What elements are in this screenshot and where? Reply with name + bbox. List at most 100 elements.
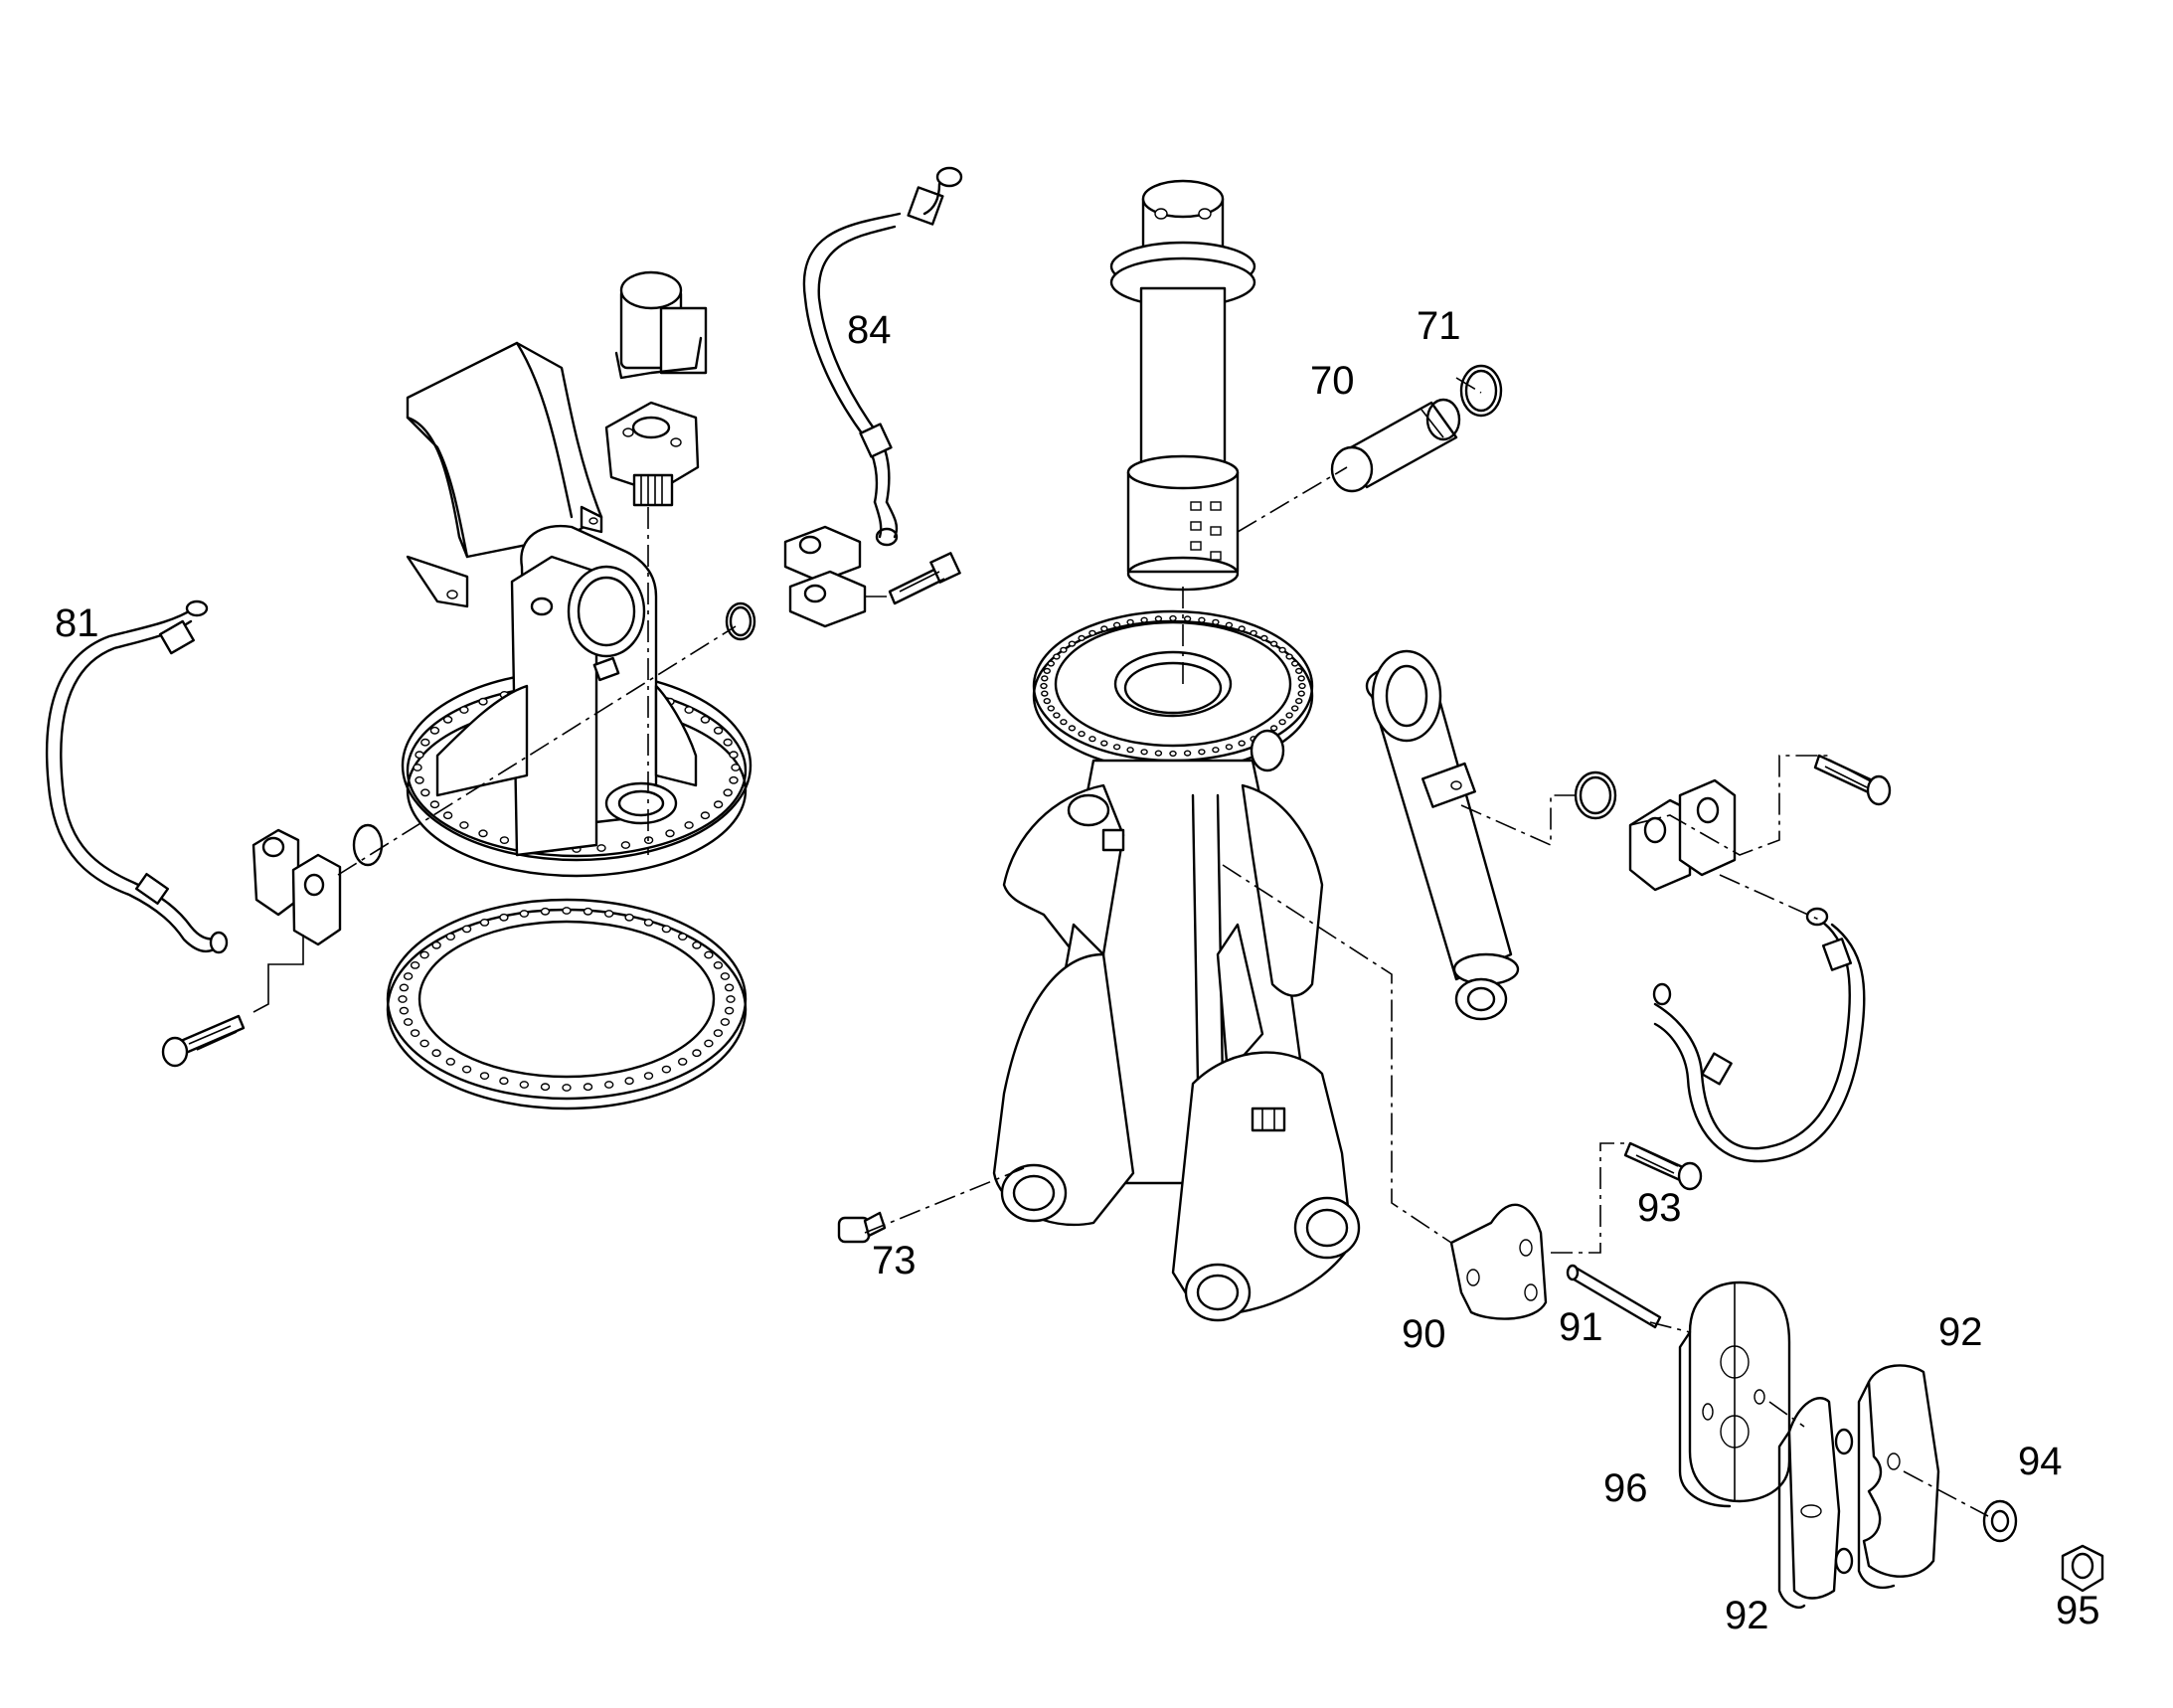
bolt-hole	[1100, 740, 1108, 747]
bolt-hole	[583, 907, 593, 916]
bolt-hole	[726, 995, 736, 1003]
bolt-hole	[499, 1077, 509, 1086]
bolt-hole	[1126, 618, 1134, 625]
bolt-hole	[1068, 725, 1077, 732]
bolt-hole	[1297, 675, 1305, 682]
plate-92-upper	[1857, 1364, 1940, 1590]
bolt-hole	[1053, 653, 1061, 660]
bolt-hole	[1212, 618, 1220, 625]
assembly-center-lines	[337, 377, 1989, 1517]
bolt-hole	[643, 1072, 654, 1081]
bearing-ring	[386, 898, 748, 1110]
callout-92-upper: 92	[1938, 1310, 1983, 1354]
bolt-hole	[1088, 629, 1096, 636]
bolt-hole	[410, 1029, 420, 1038]
bolt-hole	[1041, 675, 1049, 682]
slew-housing	[401, 524, 752, 878]
turret-column	[992, 609, 1361, 1322]
callout-96: 96	[1603, 1466, 1648, 1510]
bolt-hole	[713, 726, 724, 735]
bolt-93	[1623, 1141, 1703, 1191]
bolt-hole	[479, 1072, 490, 1081]
bolt-hole	[678, 1058, 688, 1066]
bolt-hole	[459, 706, 469, 714]
bolt-hole	[624, 913, 634, 922]
hose-right	[1652, 907, 1866, 1163]
callout-70: 70	[1310, 359, 1355, 403]
bolt-hole	[562, 1084, 572, 1092]
bolt-hole	[429, 726, 440, 735]
bolt-hole	[713, 800, 724, 809]
bolt-hole	[700, 811, 711, 820]
bolt-hole	[431, 940, 441, 949]
bolt-hole	[479, 919, 490, 927]
bolt-hole	[724, 983, 735, 992]
bolt-hole	[478, 829, 488, 838]
bolt-hole	[713, 961, 724, 969]
bolt-hole	[1198, 616, 1206, 623]
bolt-hole	[478, 697, 488, 706]
bolt-hole	[704, 1039, 714, 1048]
bolt-hole	[413, 764, 422, 771]
callout-90: 90	[1402, 1312, 1446, 1356]
flange-clamp-right	[1628, 754, 1892, 892]
bolt-hole	[700, 715, 711, 724]
bolt-hole	[431, 1049, 441, 1058]
bolt-hole	[1225, 744, 1234, 751]
pinion-gear	[604, 401, 700, 507]
bolt-hole	[1060, 646, 1068, 653]
bolt-hole	[1250, 629, 1257, 636]
rotary-joint	[1109, 179, 1256, 592]
bolt-hole	[429, 800, 440, 809]
bolt-hole	[1043, 667, 1052, 675]
bolt-hole	[1290, 660, 1299, 667]
bolt-hole	[583, 1083, 593, 1092]
bolt-hole	[620, 841, 631, 849]
bolt-hole	[519, 910, 529, 918]
bolt-hole	[720, 972, 731, 980]
bolt-hole	[604, 910, 614, 918]
bolt-hole	[1040, 682, 1048, 690]
callout-95: 95	[2056, 1589, 2100, 1632]
bolt-hole	[519, 1081, 529, 1089]
bolt-hole	[1169, 750, 1177, 758]
bolt-hole	[1297, 690, 1305, 697]
bolt-hole	[604, 1081, 614, 1089]
locking-plate-90	[1449, 1203, 1548, 1320]
callout-81: 81	[55, 601, 99, 645]
nut-95	[2061, 1544, 2104, 1593]
bolt-hole	[1060, 719, 1068, 726]
callout-84: 84	[847, 308, 892, 352]
bolt-hole	[1269, 725, 1278, 732]
washer-94	[1982, 1499, 2018, 1543]
bolt-hole	[1285, 653, 1293, 660]
bolt-hole	[661, 925, 672, 934]
bolt-hole	[1112, 621, 1121, 628]
bolt-hole	[415, 751, 424, 760]
bolt-hole	[729, 775, 739, 784]
motor	[614, 270, 708, 380]
bolt-hole	[1225, 621, 1234, 628]
bolt-hole	[398, 995, 408, 1003]
bolt-hole	[723, 788, 733, 797]
bolt-hole	[1140, 749, 1148, 756]
bolt-hole	[442, 715, 453, 724]
o-rings-left	[725, 601, 756, 641]
callout-92-lower: 92	[1725, 1594, 1769, 1637]
bolt-hole	[713, 1029, 724, 1038]
bolt-hole	[731, 764, 741, 771]
bolt-hole	[442, 811, 453, 820]
bolt-hole	[729, 751, 739, 760]
rod-91	[1566, 1264, 1662, 1329]
plate-92-lower	[1777, 1397, 1854, 1610]
bolt-hole	[419, 950, 429, 959]
bolt-hole	[1285, 712, 1293, 719]
bolt-hole	[678, 933, 688, 940]
bolt-hole	[1078, 730, 1086, 738]
bolt-hole	[1043, 697, 1052, 705]
bolt-hole	[643, 919, 654, 927]
bolt-hole	[415, 775, 424, 784]
bolt-hole	[1041, 690, 1049, 697]
bolt-hole	[562, 907, 572, 915]
bolt-hole	[445, 933, 455, 940]
